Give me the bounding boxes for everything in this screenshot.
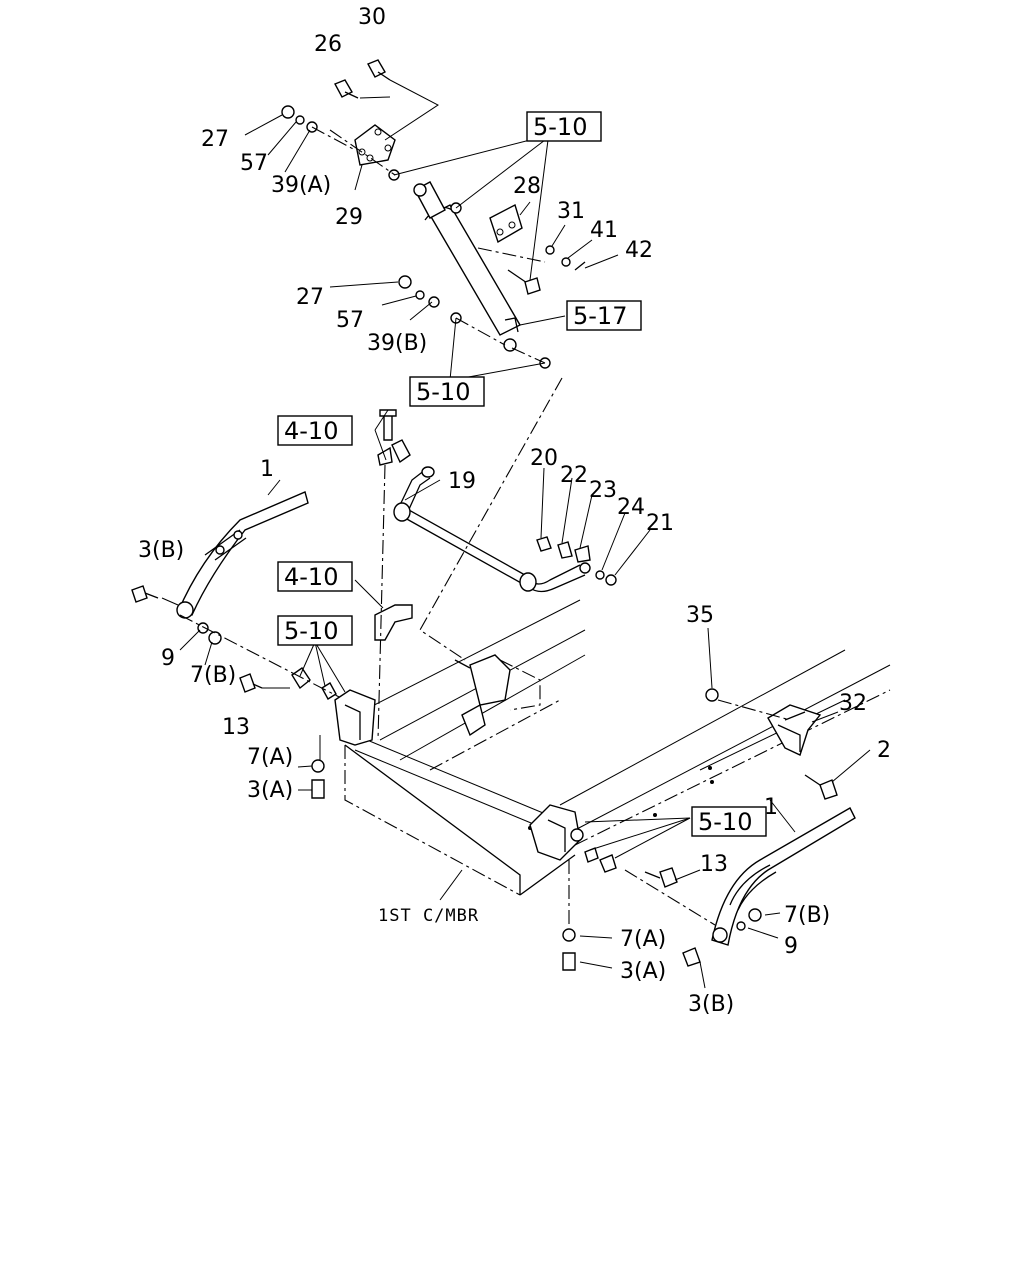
- label-29: 29: [335, 205, 363, 230]
- stabilizer-clamp: [374, 409, 413, 741]
- label-3b-right: 3(B): [688, 992, 734, 1017]
- ref-5-10-right: 5-10: [698, 808, 752, 836]
- right-fasteners: [562, 799, 796, 989]
- ref-5-10-left: 5-10: [284, 617, 338, 645]
- label-1-left: 1: [260, 457, 274, 482]
- label-28: 28: [513, 174, 541, 199]
- label-57: 57: [240, 151, 268, 176]
- label-32: 32: [839, 691, 867, 716]
- label-22: 22: [560, 463, 588, 488]
- ref-4-10-upper: 4-10: [284, 417, 338, 445]
- right-spring-arm: [711, 807, 856, 946]
- crossmember-caption: 1ST C/MBR: [378, 906, 479, 926]
- frame-crossmember: [344, 599, 891, 896]
- label-3b-left: 3(B): [138, 538, 184, 563]
- label-23: 23: [589, 478, 617, 503]
- label-39b: 39(B): [367, 331, 427, 356]
- ref-box-5-17: [566, 300, 642, 331]
- left-fasteners: [131, 585, 346, 799]
- label-20: 20: [530, 446, 558, 471]
- label-24: 24: [617, 495, 645, 520]
- label-7b-left: 7(B): [190, 663, 236, 688]
- ref-box-5-10-right: [691, 806, 767, 837]
- left-hanger-bracket: [334, 689, 376, 746]
- shock-absorber: [413, 181, 521, 352]
- upper-bracket: [354, 124, 396, 166]
- right-mount-bracket: [705, 627, 871, 800]
- upper-fasteners: [281, 59, 586, 369]
- label-27b: 27: [296, 285, 324, 310]
- label-3a-right: 3(A): [620, 959, 666, 984]
- label-30: 30: [358, 5, 386, 30]
- label-41: 41: [590, 218, 618, 243]
- right-hanger-bracket: [529, 804, 584, 861]
- label-7b-right: 7(B): [784, 903, 830, 928]
- label-7a-right: 7(A): [620, 927, 666, 952]
- label-31: 31: [557, 199, 585, 224]
- ref-5-10-top: 5-10: [533, 113, 587, 141]
- left-spring-arm: [176, 491, 309, 619]
- label-9-left: 9: [161, 646, 175, 671]
- upper-leader-lines: [244, 79, 619, 661]
- ref-4-10-lower: 4-10: [284, 563, 338, 591]
- label-19: 19: [448, 469, 476, 494]
- stabilizer-bar: [393, 466, 591, 593]
- label-1-right: 1: [764, 795, 778, 820]
- label-9-right: 9: [784, 934, 798, 959]
- label-3a-left: 3(A): [247, 778, 293, 803]
- link-fasteners: [536, 467, 651, 586]
- label-26: 26: [314, 32, 342, 57]
- label-2: 2: [877, 738, 891, 763]
- part-number-labels: 30 26 27 57 39(A) 29 28 31 41 42 27 57 3…: [138, 5, 891, 1017]
- reference-boxes: 5-10 5-17 5-10 4-10 4-10 5-10 5-10: [277, 111, 767, 837]
- label-21: 21: [646, 511, 674, 536]
- ref-5-17: 5-17: [573, 302, 627, 330]
- label-39a: 39(A): [271, 173, 331, 198]
- reference-leader-lines: [267, 409, 463, 901]
- label-57b: 57: [336, 308, 364, 333]
- label-42: 42: [625, 238, 653, 263]
- label-13-left: 13: [222, 715, 250, 740]
- ref-box-5-10-mid: [409, 376, 485, 407]
- ref-5-10-mid: 5-10: [416, 378, 470, 406]
- ref-box-4-10-upper: [277, 415, 353, 446]
- label-27: 27: [201, 127, 229, 152]
- ref-box-5-10-left: [277, 615, 353, 646]
- ref-box-5-10-top: [526, 111, 602, 142]
- label-13-right: 13: [700, 852, 728, 877]
- ref-box-4-10-lower: [277, 561, 353, 592]
- label-7a-left: 7(A): [247, 745, 293, 770]
- shock-bracket: [489, 203, 523, 244]
- label-35: 35: [686, 603, 714, 628]
- center-mount-bracket: [454, 654, 541, 737]
